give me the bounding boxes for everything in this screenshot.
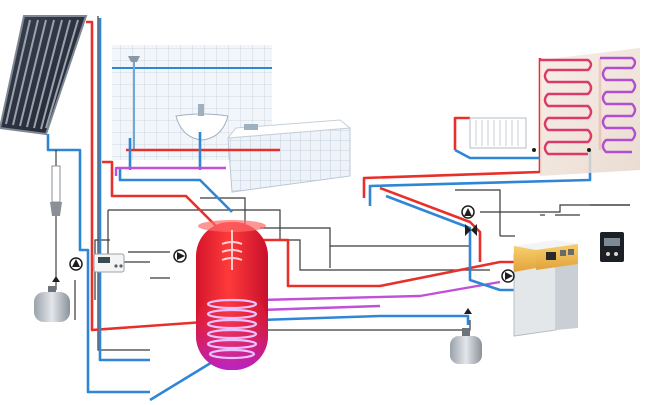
wall-heating-loop-right (600, 56, 637, 154)
solar-expansion-tank-icon (34, 292, 70, 322)
boiler-control-panel (536, 244, 578, 270)
radiator-valve-icon (532, 148, 536, 152)
upper-coil-icon (221, 230, 243, 270)
lower-coil-icon (206, 298, 258, 360)
mixing-valve-icon (465, 224, 477, 236)
solar-flow-pipe (86, 20, 280, 332)
panel-radiator-icon (469, 117, 527, 149)
tank-pump-icon (173, 249, 187, 263)
control-wiring (74, 16, 630, 351)
expansion-vessel-heating (450, 328, 482, 364)
wall-heating (540, 48, 640, 176)
heating-pump-icon (461, 205, 475, 219)
shower-head-icon (128, 56, 140, 62)
solar-collector-icon (0, 15, 88, 136)
boiler (513, 240, 578, 337)
room-thermostat-icon (600, 232, 624, 262)
expansion-vessel-solar (34, 150, 70, 322)
heating-expansion-tank-icon (450, 336, 482, 364)
tiled-wall (112, 45, 272, 160)
wall-heating-loop-left (540, 58, 593, 156)
boiler-pump-icon (501, 269, 515, 283)
mixed-water-pipe (114, 166, 501, 312)
heating-check-valve-icon (464, 308, 472, 314)
bathroom (112, 45, 352, 193)
storage-tank (196, 220, 268, 370)
loop-valve-icon (587, 148, 591, 152)
solar-controller-icon (93, 253, 125, 273)
bathtub-icon (226, 119, 352, 193)
solar-pump-icon (69, 257, 83, 271)
washbasin-icon (175, 104, 229, 141)
